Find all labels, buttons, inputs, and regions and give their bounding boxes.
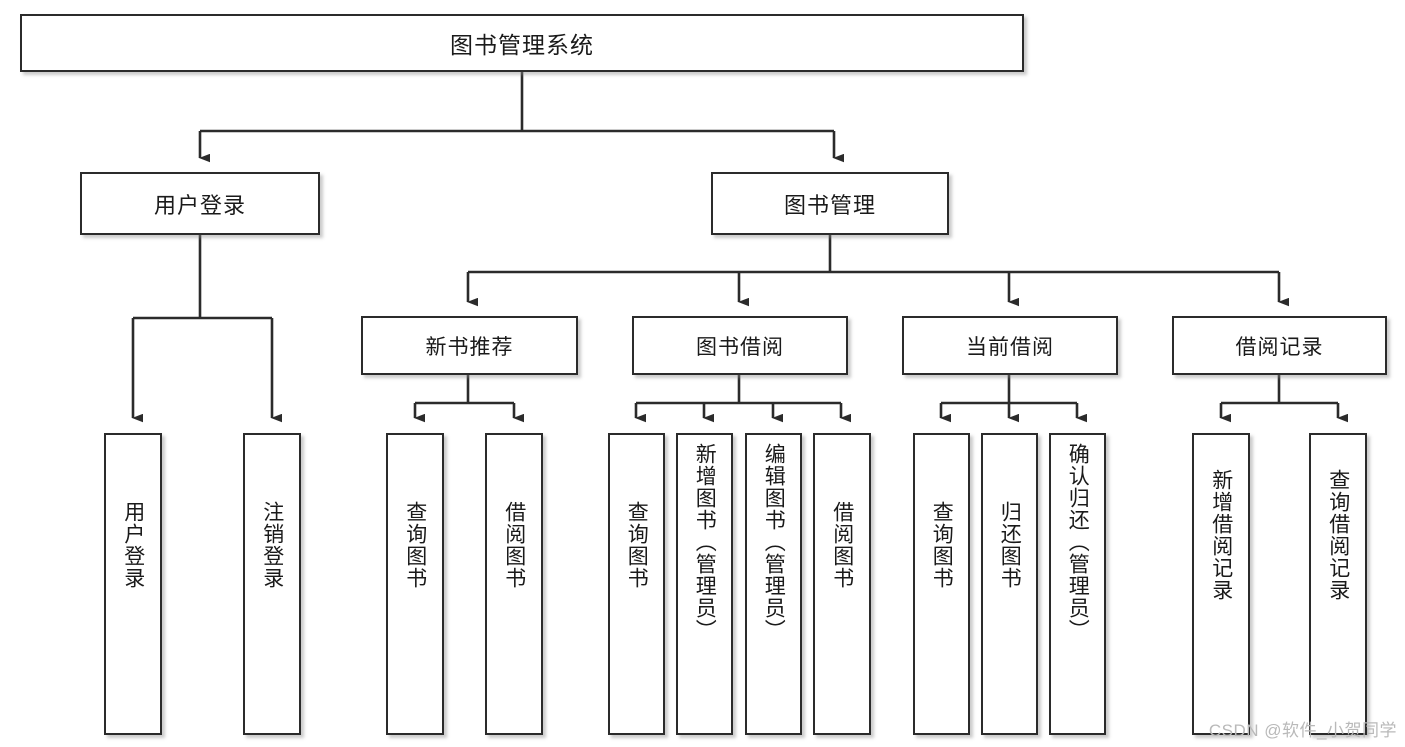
node-leaf-query-book-2[interactable]: 查询图书 xyxy=(608,433,665,735)
node-borrow-record[interactable]: 借阅记录 xyxy=(1172,316,1387,375)
node-leaf-borrow-book-1-label: 借阅图书 xyxy=(502,501,526,589)
node-leaf-query-record-label: 查询借阅记录 xyxy=(1326,469,1350,601)
node-user-login[interactable]: 用户登录 xyxy=(80,172,320,235)
node-borrow-record-label: 借阅记录 xyxy=(1235,335,1324,359)
node-leaf-add-record[interactable]: 新增借阅记录 xyxy=(1192,433,1250,735)
node-user-login-label: 用户登录 xyxy=(153,192,246,218)
node-leaf-return-book[interactable]: 归还图书 xyxy=(981,433,1038,735)
node-leaf-query-book-3[interactable]: 查询图书 xyxy=(913,433,970,735)
node-leaf-edit-book-label: 编辑图书（管理员） xyxy=(762,443,786,641)
node-leaf-add-record-label: 新增借阅记录 xyxy=(1209,469,1233,601)
node-leaf-borrow-book-2[interactable]: 借阅图书 xyxy=(813,433,871,735)
node-leaf-edit-book[interactable]: 编辑图书（管理员） xyxy=(745,433,802,735)
node-leaf-borrow-book-1[interactable]: 借阅图书 xyxy=(485,433,543,735)
csdn-watermark: CSDN @软件_小贺同学 xyxy=(1208,721,1397,740)
node-leaf-add-book[interactable]: 新增图书（管理员） xyxy=(676,433,733,735)
node-leaf-query-book-3-label: 查询图书 xyxy=(930,501,954,589)
node-leaf-query-book-1-label: 查询图书 xyxy=(403,501,427,589)
node-leaf-user-login[interactable]: 用户登录 xyxy=(104,433,162,735)
node-book-borrow-label: 图书借阅 xyxy=(696,335,784,359)
node-book-manage[interactable]: 图书管理 xyxy=(711,172,949,235)
node-new-book-recommend[interactable]: 新书推荐 xyxy=(361,316,578,375)
node-root-label: 图书管理系统 xyxy=(450,32,594,58)
node-leaf-query-book-1[interactable]: 查询图书 xyxy=(386,433,444,735)
node-leaf-confirm-return-label: 确认归还（管理员） xyxy=(1066,443,1090,641)
node-book-manage-label: 图书管理 xyxy=(783,192,876,218)
node-leaf-query-book-2-label: 查询图书 xyxy=(625,501,649,589)
node-leaf-return-book-label: 归还图书 xyxy=(998,501,1022,589)
node-root[interactable]: 图书管理系统 xyxy=(20,14,1024,72)
node-leaf-confirm-return[interactable]: 确认归还（管理员） xyxy=(1049,433,1106,735)
node-current-borrow[interactable]: 当前借阅 xyxy=(902,316,1118,375)
node-book-borrow[interactable]: 图书借阅 xyxy=(632,316,848,375)
node-leaf-borrow-book-2-label: 借阅图书 xyxy=(830,501,854,589)
node-leaf-logout[interactable]: 注销登录 xyxy=(243,433,301,735)
node-leaf-query-record[interactable]: 查询借阅记录 xyxy=(1309,433,1367,735)
node-new-book-recommend-label: 新书推荐 xyxy=(425,335,514,359)
node-leaf-logout-label: 注销登录 xyxy=(260,501,284,589)
node-leaf-user-login-label: 用户登录 xyxy=(121,501,145,589)
node-leaf-add-book-label: 新增图书（管理员） xyxy=(693,443,717,641)
node-current-borrow-label: 当前借阅 xyxy=(966,335,1054,359)
